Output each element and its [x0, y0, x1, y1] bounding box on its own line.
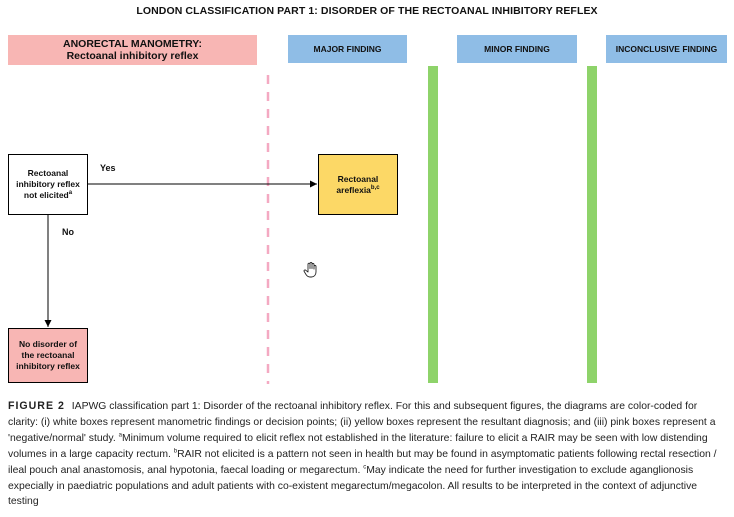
footnote-b: RAIR not elicited is a pattern not seen … — [8, 448, 717, 476]
figure-caption: FIGURE 2 IAPWG classification part 1: Di… — [8, 399, 728, 510]
decision-box-line2: inhibitory reflex — [16, 179, 80, 189]
green-bar-minor — [428, 66, 438, 383]
negative-box-line2: the rectoanal — [21, 350, 75, 360]
header-manometry-line1: ANORECTAL MANOMETRY: — [62, 38, 203, 50]
header-anorectal-manometry: ANORECTAL MANOMETRY: Rectoanal inhibitor… — [8, 35, 257, 65]
decision-box-line3: not elicited — [23, 190, 69, 200]
yes-label: Yes — [100, 163, 116, 173]
diagnosis-box-rectoanal-areflexia: Rectoanal areflexiab,c — [318, 154, 398, 215]
footnote-a: Minimum volume required to elicit reflex… — [8, 432, 708, 460]
figure-label: FIGURE 2 — [8, 400, 65, 412]
header-inconclusive-finding: INCONCLUSIVE FINDING — [606, 35, 727, 63]
decision-box-footnote: a — [68, 190, 73, 197]
no-label: No — [62, 227, 74, 237]
decision-box-line1: Rectoanal — [27, 168, 69, 178]
caption-text: IAPWG classification part 1: Disorder of… — [8, 401, 716, 444]
diagnosis-box-footnote: b,c — [370, 184, 380, 191]
header-minor-finding: MINOR FINDING — [457, 35, 577, 63]
green-bar-inconclusive — [587, 66, 597, 383]
footnote-mark-b: b — [173, 448, 178, 455]
diagnosis-box-line2: areflexia — [336, 184, 371, 195]
header-major-finding: MAJOR FINDING — [288, 35, 407, 63]
footnote-c: May indicate the need for further invest… — [8, 464, 698, 508]
diagnosis-box-line1: Rectoanal — [337, 173, 379, 184]
negative-box-no-disorder: No disorder of the rectoanal inhibitory … — [8, 328, 88, 383]
decision-box-rair-not-elicited: Rectoanal inhibitory reflex not elicited… — [8, 154, 88, 215]
hand-cursor-icon — [303, 262, 317, 278]
negative-box-line3: inhibitory reflex — [16, 361, 80, 371]
negative-box-line1: No disorder of — [18, 339, 78, 349]
footnote-mark-c: c — [363, 464, 367, 471]
footnote-mark-a: a — [118, 432, 122, 439]
diagram-title: LONDON CLASSIFICATION PART 1: DISORDER O… — [136, 5, 598, 17]
header-manometry-line2: Rectoanal inhibitory reflex — [66, 50, 199, 62]
